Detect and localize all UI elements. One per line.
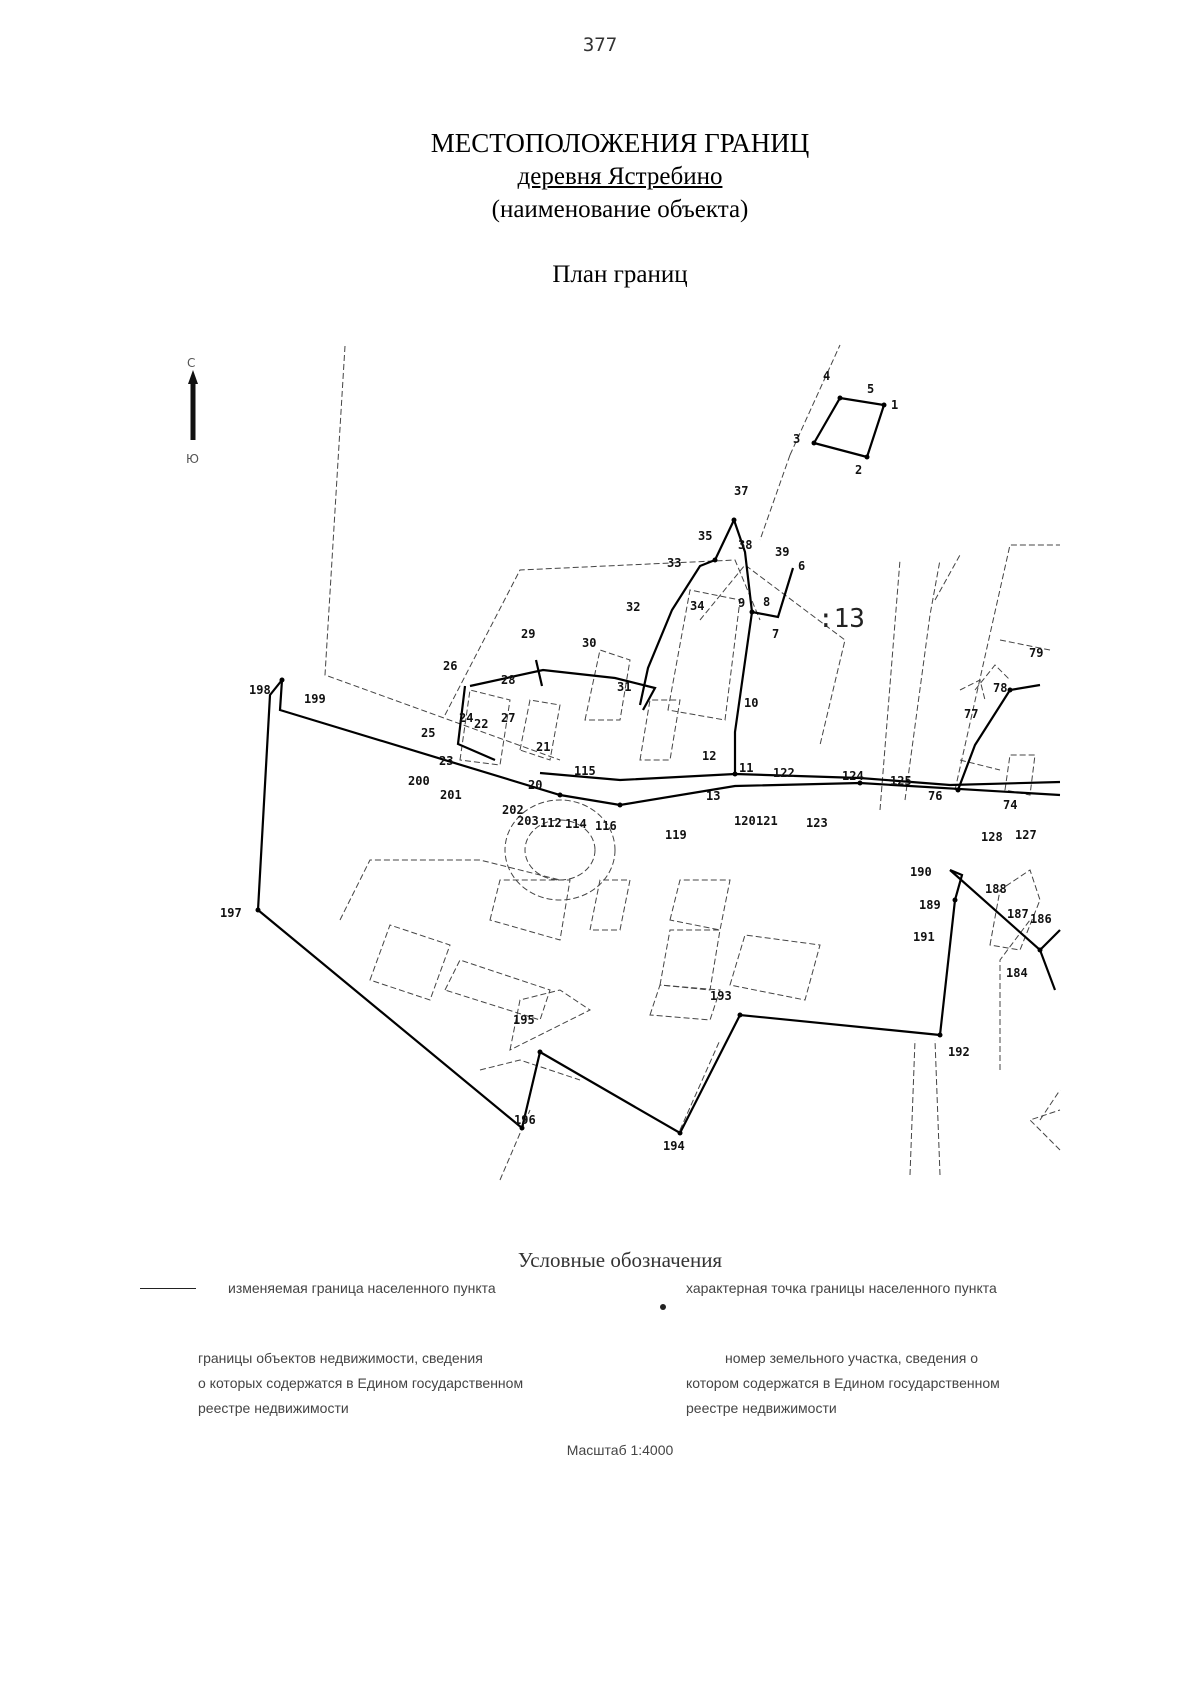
legend-title: Условные обозначения (517, 1248, 723, 1272)
point-label: 11 (739, 761, 753, 775)
legend-parcel-line2: котором содержатся в Едином государствен… (686, 1375, 1000, 1391)
point-label: 201 (440, 788, 462, 802)
legend-parcel-line1: номер земельного участка, сведения о (725, 1350, 979, 1366)
point-label: 190 (910, 865, 932, 879)
point-label: 120 (734, 814, 756, 828)
point-label: 198 (249, 683, 271, 697)
point-label: 116 (595, 819, 617, 833)
object-name-text: деревня Ястребино (517, 163, 723, 190)
point-label: 35 (698, 529, 712, 543)
legend-objects-line3: реестре недвижимости (198, 1400, 349, 1416)
point-label: 77 (964, 707, 978, 721)
point-label: 9 (738, 596, 745, 610)
point-label: 12 (702, 749, 716, 763)
legend-boundary-line: изменяемая граница населенного пункта (228, 1280, 496, 1296)
point-label: 21 (536, 740, 550, 754)
point-label: 78 (993, 681, 1007, 695)
point-label: 20 (528, 778, 542, 792)
point-label: 124 (842, 769, 864, 783)
point-label: 4 (823, 369, 830, 383)
point-label: 74 (1003, 798, 1017, 812)
point-label: 27 (501, 711, 515, 725)
point-label: 3 (793, 432, 800, 446)
point-label: 123 (806, 816, 828, 830)
point-label: 30 (582, 636, 596, 650)
point-label: 10 (744, 696, 758, 710)
legend-boundary-point: характерная точка границы населенного пу… (686, 1280, 997, 1296)
legend-objects-line2: о которых содержатся в Едином государств… (198, 1375, 524, 1391)
legend-parcel-line3: реестре недвижимости (686, 1400, 837, 1416)
point-label: 186 (1030, 912, 1052, 926)
point-label: 187 (1007, 907, 1029, 921)
map-scale: Масштаб 1:4000 (566, 1442, 674, 1458)
parcel-number: :13 (818, 604, 865, 634)
point-label: 188 (985, 882, 1007, 896)
point-label: 23 (439, 754, 453, 768)
point-label: 26 (443, 659, 457, 673)
point-label: 1 (891, 398, 898, 412)
point-label: 22 (474, 717, 488, 731)
point-label: 2 (855, 463, 862, 477)
boundary-point-symbol (660, 1304, 666, 1310)
point-label: 8 (763, 595, 770, 609)
point-label: 200 (408, 774, 430, 788)
south-letter: Ю (186, 452, 199, 466)
point-label: 5 (867, 382, 874, 396)
point-label: 191 (913, 930, 935, 944)
point-label: 192 (948, 1045, 970, 1059)
page-number: 377 (582, 34, 618, 56)
point-label: 24 (459, 711, 473, 725)
plan-title: План границ (552, 261, 688, 288)
point-label: 39 (775, 545, 789, 559)
point-label: 79 (1029, 646, 1043, 660)
page-title: МЕСТОПОЛОЖЕНИЯ ГРАНИЦ (430, 128, 810, 158)
point-label: 184 (1006, 966, 1028, 980)
point-label: 121 (756, 814, 778, 828)
point-label: 37 (734, 484, 748, 498)
point-label: 189 (919, 898, 941, 912)
north-letter: С (187, 356, 196, 370)
object-caption: (наименование объекта) (491, 196, 749, 223)
point-label: 196 (514, 1113, 536, 1127)
point-label: 114 (565, 817, 587, 831)
object-name: деревня Ястребино (0, 163, 1200, 191)
point-label: 194 (663, 1139, 685, 1153)
point-label: 34 (690, 599, 704, 613)
point-label: 28 (501, 673, 515, 687)
legend-objects-line1: границы объектов недвижимости, сведения (198, 1350, 483, 1366)
point-label: 112 (540, 816, 562, 830)
point-label: 119 (665, 828, 687, 842)
point-label: 127 (1015, 828, 1037, 842)
point-label: 128 (981, 830, 1003, 844)
point-label: 25 (421, 726, 435, 740)
north-arrow-icon (188, 370, 198, 440)
point-label: 122 (773, 766, 795, 780)
point-label: 7 (772, 627, 779, 641)
cadastral-objects (324, 344, 1061, 1181)
boundary-points (255, 395, 1043, 1136)
settlement-boundary (256, 396, 1061, 1135)
point-label: 197 (220, 906, 242, 920)
point-label: 33 (667, 556, 681, 570)
point-label: 115 (574, 764, 596, 778)
point-label: 32 (626, 600, 640, 614)
point-label: 6 (798, 559, 805, 573)
boundary-line-symbol (140, 1288, 196, 1289)
point-label: 125 (890, 774, 912, 788)
point-label: 76 (928, 789, 942, 803)
point-label: 38 (738, 538, 752, 552)
point-label: 202 (502, 803, 524, 817)
point-label: 13 (706, 789, 720, 803)
point-labels: 4 5 1 3 2 37 35 38 39 6 33 32 34 9 8 7 2… (220, 369, 1052, 1153)
point-label: 199 (304, 692, 326, 706)
point-label: 31 (617, 680, 631, 694)
point-label: 195 (513, 1013, 535, 1027)
point-label: 29 (521, 627, 535, 641)
point-label: 193 (710, 989, 732, 1003)
point-label: 203 (517, 814, 539, 828)
